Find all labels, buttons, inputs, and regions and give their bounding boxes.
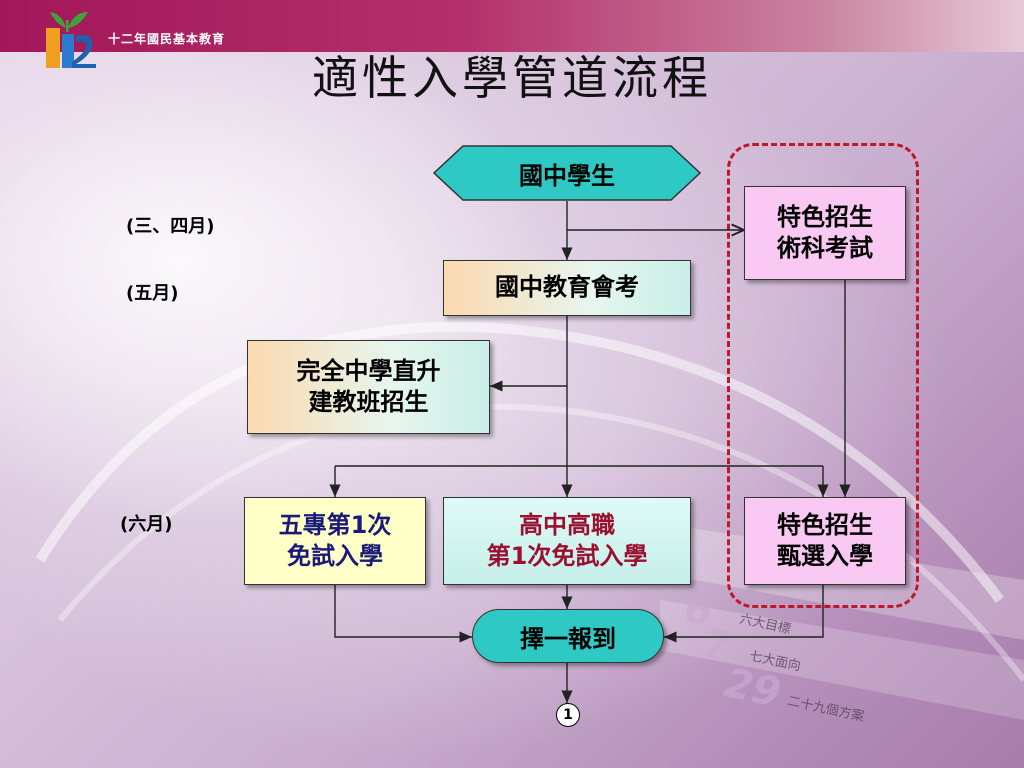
logo-text: 十二年國民基本教育: [108, 32, 226, 46]
hexagon-shape: [432, 145, 702, 201]
node-senior-vocational-line1: 高中高職: [518, 510, 615, 539]
time-label-june: (六月): [120, 514, 173, 535]
node-choose-register: 擇一報到: [472, 609, 664, 663]
node-five-year-college-line2: 免試入學: [286, 542, 383, 570]
node-special-selection-line1: 特色招生: [777, 510, 873, 539]
node-senior-vocational-line2: 第1次免試入學: [486, 542, 648, 570]
node-senior-vocational: 高中高職 第1次免試入學: [443, 497, 691, 585]
node-junior-student-label: 國中學生: [519, 161, 615, 190]
page-title: 適性入學管道流程: [312, 51, 712, 105]
node-complete-school: 完全中學直升 建教班招生: [247, 340, 490, 434]
node-special-arts-exam-line2: 術科考試: [777, 234, 873, 262]
node-junior-exam: 國中教育會考: [443, 260, 691, 316]
node-special-arts-exam-line1: 特色招生: [777, 202, 873, 231]
next-page-connector: 1: [556, 703, 580, 727]
logo-icon: [46, 12, 96, 68]
node-special-selection-line2: 甄選入學: [777, 542, 873, 570]
node-complete-school-line1: 完全中學直升: [296, 356, 441, 385]
time-label-may: (五月): [126, 283, 179, 304]
node-junior-student: 國中學生: [432, 145, 702, 201]
time-label-march-april: (三、四月): [126, 216, 215, 237]
node-five-year-college-line1: 五專第1次: [278, 510, 392, 539]
node-special-arts-exam: 特色招生 術科考試: [744, 186, 906, 280]
node-special-selection: 特色招生 甄選入學: [744, 497, 906, 585]
header-bar: [0, 0, 1024, 52]
node-complete-school-line2: 建教班招生: [308, 388, 429, 416]
node-five-year-college: 五專第1次 免試入學: [244, 497, 426, 585]
